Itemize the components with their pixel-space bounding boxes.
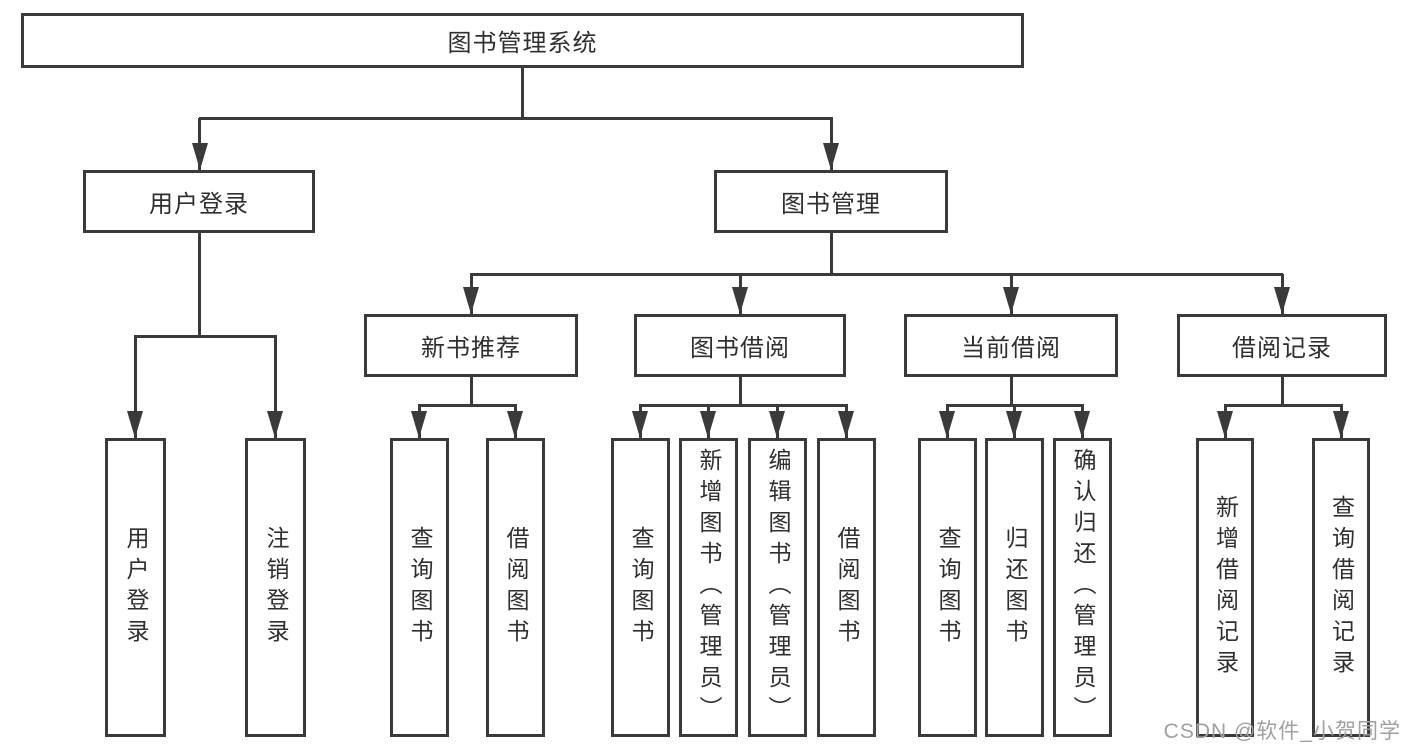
arrow-down-icon <box>632 411 648 438</box>
leaf-label: 注销登录 <box>263 525 289 650</box>
connector-userlogin-hline <box>134 334 277 338</box>
leaf-label: 新增借阅记录 <box>1212 494 1239 681</box>
leaf-newbook-query-books: 查询图书 <box>390 438 449 737</box>
connector-records-stem <box>1280 377 1284 405</box>
node-label: 新书推荐 <box>421 335 521 362</box>
node-label: 图书借阅 <box>690 335 790 362</box>
leaf-label: 用户登录 <box>123 525 149 650</box>
arrow-down-icon <box>127 411 143 438</box>
connector-current-stem <box>1009 377 1013 405</box>
node-label: 图书管理系统 <box>447 30 598 57</box>
node-label: 图书管理 <box>781 191 881 218</box>
node-library-management-system: 图书管理系统 <box>21 13 1024 68</box>
arrow-down-icon <box>191 143 208 170</box>
connector-bookmgmt-hline <box>469 272 1283 276</box>
arrow-down-icon <box>769 411 785 438</box>
watermark: CSDN @软件_小贺同学 <box>1163 720 1401 743</box>
leaf-label: 查询图书 <box>407 525 433 650</box>
node-label: 当前借阅 <box>961 335 1061 362</box>
leaf-label: 新增图书（管理员） <box>696 448 722 727</box>
leaf-label: 借阅图书 <box>834 525 860 650</box>
arrow-down-icon <box>267 411 283 438</box>
leaf-user-login: 用户登录 <box>105 438 166 737</box>
arrow-down-icon <box>462 287 479 314</box>
connector-userlogin-stem <box>197 233 201 336</box>
arrow-down-icon <box>700 411 716 438</box>
connector-root-stem <box>520 68 524 118</box>
leaf-label: 编辑图书（管理员） <box>765 448 791 727</box>
arrow-down-icon <box>939 411 955 438</box>
connector-records-hline <box>1223 403 1343 407</box>
leaf-borrow-query-books: 查询图书 <box>611 438 670 737</box>
arrow-down-icon <box>1332 411 1349 438</box>
leaf-logout: 注销登录 <box>245 438 306 737</box>
leaf-newbook-borrow-books: 借阅图书 <box>486 438 545 737</box>
connector-bookmgmt-stem <box>829 233 833 274</box>
arrow-down-icon <box>731 287 748 314</box>
connector-root-hline <box>198 116 833 120</box>
arrow-down-icon <box>822 143 839 170</box>
node-label: 借阅记录 <box>1232 335 1332 362</box>
leaf-current-return-books: 归还图书 <box>985 438 1044 737</box>
leaf-borrow-add-books-admin: 新增图书（管理员） <box>679 438 738 737</box>
leaf-label: 查询图书 <box>628 525 654 650</box>
node-label: 用户登录 <box>149 191 249 218</box>
node-borrowing-records: 借阅记录 <box>1177 314 1387 377</box>
leaf-records-query-record: 查询借阅记录 <box>1312 438 1370 737</box>
connector-newbook-hline <box>418 403 517 407</box>
leaf-label: 确认归还（管理员） <box>1070 448 1096 727</box>
arrow-down-icon <box>507 411 523 438</box>
connector-borrow-stem <box>738 377 742 405</box>
connector-newbook-stem <box>469 377 473 405</box>
leaf-records-add-record: 新增借阅记录 <box>1196 438 1254 737</box>
node-current-borrowing: 当前借阅 <box>904 314 1118 377</box>
leaf-current-query-books: 查询图书 <box>918 438 977 737</box>
node-book-management: 图书管理 <box>714 170 948 233</box>
arrow-down-icon <box>1002 287 1019 314</box>
leaf-borrow-edit-books-admin: 编辑图书（管理员） <box>748 438 807 737</box>
leaf-borrow-borrow-books: 借阅图书 <box>817 438 876 737</box>
arrow-down-icon <box>1273 287 1290 314</box>
leaf-label: 归还图书 <box>1002 525 1028 650</box>
connector-borrow-hline <box>639 403 848 407</box>
arrow-down-icon <box>1216 411 1233 438</box>
leaf-label: 借阅图书 <box>503 525 529 650</box>
arrow-down-icon <box>411 411 427 438</box>
arrow-down-icon <box>838 411 854 438</box>
leaf-label: 查询图书 <box>935 525 961 650</box>
arrow-down-icon <box>1006 411 1022 438</box>
connector-drop-leaf <box>274 336 277 438</box>
leaf-label: 查询借阅记录 <box>1328 494 1355 681</box>
leaf-current-confirm-return-admin: 确认归还（管理员） <box>1053 438 1112 737</box>
node-user-login: 用户登录 <box>83 170 315 233</box>
node-new-book-recommend: 新书推荐 <box>364 314 578 377</box>
connector-drop-leaf <box>134 336 137 438</box>
node-book-borrowing: 图书借阅 <box>634 314 846 377</box>
arrow-down-icon <box>1074 411 1090 438</box>
